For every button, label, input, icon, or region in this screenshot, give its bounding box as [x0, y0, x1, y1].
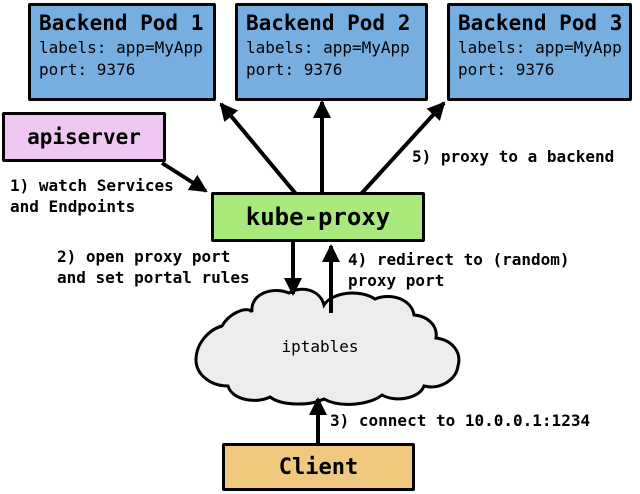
- client-node: Client: [222, 443, 415, 491]
- pod-labels-line: labels: app=MyApp: [458, 38, 622, 57]
- kube-proxy-label: kube-proxy: [245, 203, 391, 231]
- pod-labels-line: labels: app=MyApp: [39, 38, 203, 57]
- step-4-redirect: 4) redirect to (random) proxy port: [348, 250, 570, 290]
- arrow-kube-proxy-to-pod3: [359, 101, 446, 196]
- pod-port-line: port: 9376: [246, 60, 343, 79]
- client-label: Client: [278, 454, 359, 480]
- backend-pod-3: Backend Pod 3 labels: app=MyApp port: 93…: [447, 3, 632, 101]
- arrow-apiserver-to-kube-proxy: [160, 161, 208, 193]
- pod-title: Backend Pod 1: [39, 11, 204, 35]
- step-2-open-proxy-port: 2) open proxy port and set portal rules: [57, 247, 250, 287]
- backend-pod-1: Backend Pod 1 labels: app=MyApp port: 93…: [28, 3, 216, 101]
- step-3-connect: 3) connect to 10.0.0.1:1234: [330, 411, 591, 430]
- iptables-cloud: [194, 287, 461, 406]
- pod-labels-line: labels: app=MyApp: [246, 38, 410, 57]
- apiserver-label: apiserver: [27, 125, 141, 149]
- pod-title: Backend Pod 2: [246, 11, 411, 35]
- apiserver-node: apiserver: [2, 112, 166, 162]
- pod-port-line: port: 9376: [458, 60, 555, 79]
- step-5-proxy-to-backend: 5) proxy to a backend: [412, 147, 615, 166]
- arrow-kube-proxy-to-pod1: [219, 102, 298, 196]
- pod-title: Backend Pod 3: [458, 11, 623, 35]
- backend-pod-2: Backend Pod 2 labels: app=MyApp port: 93…: [235, 3, 428, 101]
- iptables-label: iptables: [281, 337, 359, 356]
- pod-port-line: port: 9376: [39, 60, 136, 79]
- step-1-watch-services: 1) watch Services and Endpoints: [10, 176, 174, 216]
- kube-proxy-node: kube-proxy: [211, 192, 425, 242]
